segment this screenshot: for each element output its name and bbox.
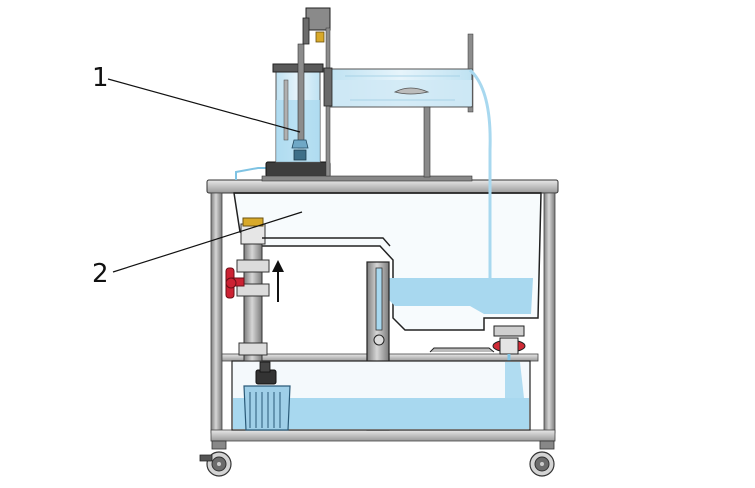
caster-wheel-icon [529,440,555,477]
flume-support [423,106,431,178]
drain-valve [492,325,526,364]
callout-2-label: 2 [92,259,109,289]
column-base [261,161,473,182]
callout-1: 1 [92,63,301,133]
ball-valve-icon [225,267,245,299]
submersible-pump-icon [243,361,291,431]
acrylic-column [272,43,324,163]
sump-tank [231,360,531,431]
up-arrow-icon [272,260,284,302]
flume-channel [323,67,473,108]
return-hose [468,68,492,280]
caster-wheel-icon [199,440,232,477]
drive-motor [302,7,331,45]
riser-pipe [235,167,391,362]
callout-2: 2 [92,211,303,289]
callout-1-label: 1 [92,63,109,93]
